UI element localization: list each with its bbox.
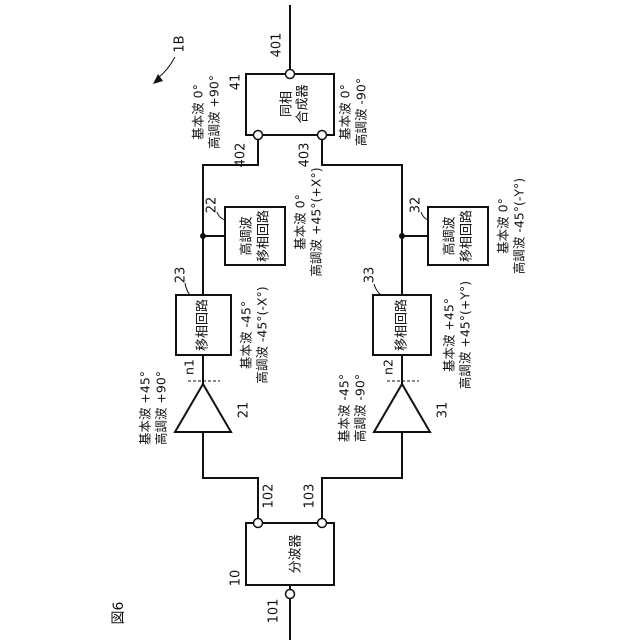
upper-combiner-harmonic: 高調波 +90° [207, 75, 222, 149]
upper-after-shift-fundamental: 基本波 -45° [239, 301, 254, 369]
combiner-label-line1: 同相 [280, 91, 295, 117]
splitter-lower-terminal [318, 519, 327, 528]
lower-amp-input-fundamental: 基本波 -45° [337, 374, 352, 442]
lower-combiner-harmonic: 高調波 -90° [354, 78, 369, 146]
splitter-upper-terminal [254, 519, 263, 528]
upper-harmonic-shifter-ref: 22 [205, 197, 220, 214]
upper-amplifier [175, 384, 231, 432]
combiner-upper-terminal [254, 131, 263, 140]
combiner-label-line2: 合成器 [296, 84, 311, 123]
splitter-lower-ref: 103 [303, 484, 318, 509]
lower-after-shift-fundamental: 基本波 +45° [442, 298, 457, 372]
lower-harmonic-shifter-line2: 移相回路 [459, 210, 475, 262]
splitter-label: 分波器 [289, 534, 304, 573]
upper-after-shift-harmonic: 高調波 -45°(-X°) [255, 286, 270, 383]
assembly-ref: 1B [173, 35, 188, 52]
combiner-output-ref: 401 [270, 33, 285, 58]
upper-junction [200, 233, 206, 239]
upper-harmonic-shifter-line1: 高調波 [239, 216, 255, 255]
combiner: 同相 合成器 41 401 402 403 [229, 33, 335, 168]
upper-phase-shifter-leader [185, 283, 190, 295]
combiner-lower-terminal [318, 131, 327, 140]
lower-after-shift-harmonic: 高調波 +45°(+Y°) [458, 281, 473, 389]
combiner-lower-ref: 403 [298, 143, 313, 168]
upper-harmonic-shifter-line2: 移相回路 [256, 210, 272, 262]
lower-phase-shifter-ref: 33 [363, 267, 378, 284]
upper-harmonic-note-fundamental: 基本波 0° [293, 194, 308, 250]
lower-phase-shifter-label: 移相回路 [394, 299, 410, 351]
upper-phase-shifter-label: 移相回路 [195, 299, 211, 351]
lower-phase-shifter-leader [374, 284, 381, 295]
upper-combiner-fundamental: 基本波 0° [191, 84, 206, 140]
upper-node-label: n1 [182, 359, 197, 375]
figure-label: 図6 [111, 601, 127, 624]
lower-amp-input-harmonic: 高調波 -90° [353, 374, 368, 442]
splitter-ref: 10 [229, 570, 244, 587]
splitter-input-ref: 101 [267, 599, 282, 624]
splitter: 分波器 10 101 102 103 [229, 484, 335, 624]
lower-path: 31 n2 移相回路 33 高調波 移相回路 32 基本波 -45° 高調波 -… [337, 78, 527, 442]
lower-harmonic-shifter-ref: 32 [409, 197, 424, 214]
upper-harmonic-note-harmonic: 高調波 +45°(+X°) [309, 167, 324, 276]
lower-harmonic-note-fundamental: 基本波 0° [496, 198, 511, 254]
combiner-output-terminal [286, 70, 295, 79]
lower-path-wire [322, 432, 402, 520]
lower-node-label: n2 [381, 359, 396, 375]
lower-harmonic-shifter-line1: 高調波 [442, 216, 458, 255]
lower-harmonic-note-harmonic: 高調波 -45°(-Y°) [512, 178, 527, 274]
upper-path-wire [203, 432, 258, 520]
upper-amp-input-harmonic: 高調波 +90° [154, 371, 169, 445]
combiner-ref: 41 [229, 74, 244, 91]
upper-harmonic-note: 基本波 0° 高調波 +45°(+X°) [293, 167, 324, 276]
assembly-ref-leader [158, 57, 175, 78]
combiner-upper-ref: 402 [234, 143, 249, 168]
lower-amplifier-ref: 31 [436, 402, 451, 419]
lower-combiner-fundamental: 基本波 0° [338, 84, 353, 140]
upper-phase-shifter-ref: 23 [174, 267, 189, 284]
upper-amplifier-ref: 21 [237, 402, 252, 419]
splitter-upper-ref: 102 [262, 484, 277, 509]
upper-amp-input-fundamental: 基本波 +45° [138, 371, 153, 445]
lower-amplifier [374, 384, 430, 432]
splitter-input-terminal [286, 590, 295, 599]
lower-harmonic-shifter-box [428, 207, 488, 265]
lower-junction [399, 233, 405, 239]
upper-harmonic-shifter-box [225, 207, 285, 265]
